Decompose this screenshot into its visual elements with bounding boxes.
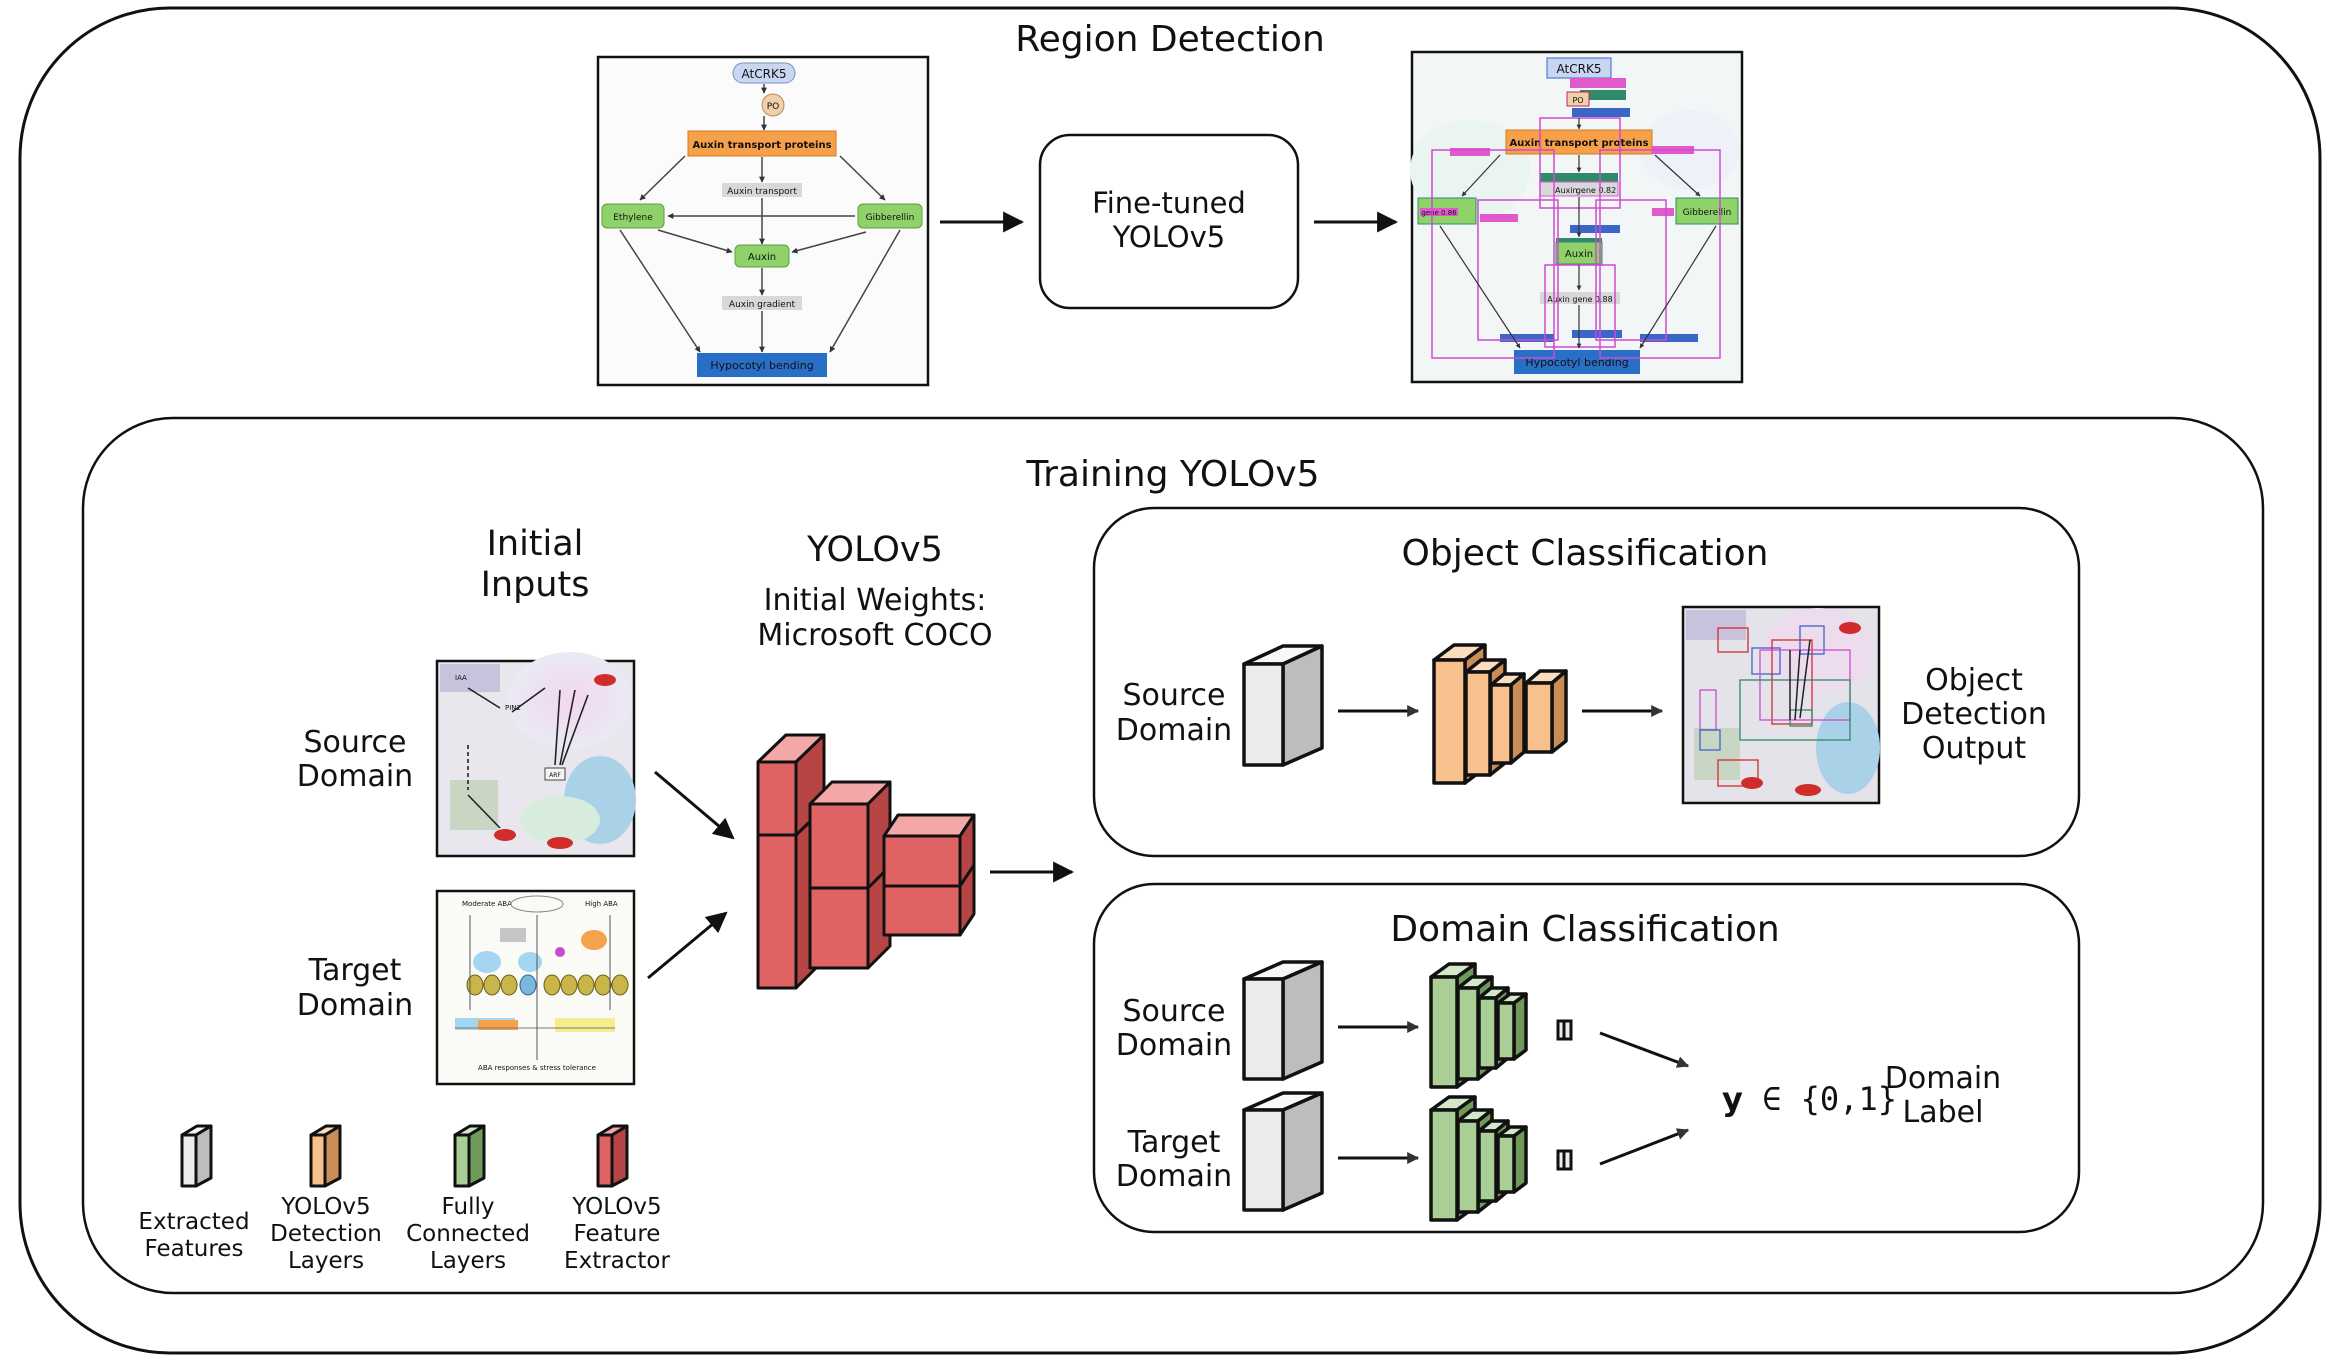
svg-text:Auxin: Auxin bbox=[1555, 186, 1578, 195]
target-domain-image: Moderate ABA High ABA ABA responses & st… bbox=[435, 889, 636, 1086]
svg-text:High ABA: High ABA bbox=[585, 900, 618, 908]
object-classification-panel bbox=[1092, 506, 2081, 858]
svg-text:Connected: Connected bbox=[406, 1221, 530, 1247]
fine-tuned-label: Fine-tuned bbox=[1092, 186, 1246, 220]
legend-fc-layers bbox=[453, 1124, 486, 1188]
yolov5-feature-extractor bbox=[756, 733, 976, 990]
svg-text:Auxin gene 0.88: Auxin gene 0.88 bbox=[1547, 295, 1612, 304]
yolov5-label: YOLOv5 bbox=[1112, 220, 1226, 254]
svg-text:Feature: Feature bbox=[574, 1221, 661, 1247]
svg-text:gene 0.86: gene 0.86 bbox=[1421, 209, 1457, 217]
oc-source-domain-label: Source bbox=[1122, 678, 1225, 713]
svg-text:IAA: IAA bbox=[455, 674, 467, 682]
legend-label-extracted-features: Extracted bbox=[138, 1209, 249, 1235]
object-detection-output-image bbox=[1681, 605, 1881, 805]
svg-text:ARF: ARF bbox=[549, 772, 561, 779]
svg-text:Auxin gradient: Auxin gradient bbox=[729, 300, 796, 310]
legend-feature-extractor bbox=[596, 1124, 629, 1188]
initial-weights-label: Initial Weights: bbox=[764, 583, 987, 618]
svg-text:Auxin: Auxin bbox=[1565, 249, 1593, 260]
legend-extracted-features bbox=[180, 1124, 213, 1188]
domain-classification-panel bbox=[1092, 882, 2081, 1234]
arrow-source-to-extractor bbox=[654, 770, 735, 840]
svg-text:PO: PO bbox=[1572, 96, 1583, 105]
dc-fc-layers-source bbox=[1429, 962, 1528, 1089]
svg-text:ABA responses & stress toleran: ABA responses & stress tolerance bbox=[478, 1064, 596, 1072]
fine-tuned-yolo-box bbox=[1038, 133, 1300, 310]
svg-text:Detection: Detection bbox=[270, 1221, 382, 1247]
input-source-domain-label: Source bbox=[303, 725, 406, 760]
training-title: Training YOLOv5 bbox=[1025, 454, 1319, 495]
dc-arrow-to-label-2 bbox=[1599, 1128, 1690, 1166]
svg-text:Auxin transport proteins: Auxin transport proteins bbox=[1509, 138, 1648, 149]
output-pathway-figure: AtCRK5 PO Auxin transport proteins Auxin… bbox=[1410, 50, 1744, 384]
domain-label-text: Domain bbox=[1885, 1061, 2001, 1096]
yolov5-title: YOLOv5 bbox=[806, 530, 943, 570]
legend-label-feature-extractor: YOLOv5 bbox=[571, 1194, 661, 1220]
input-pathway-figure: AtCRK5 PO Auxin transport proteins Auxin… bbox=[596, 55, 930, 387]
svg-text:Domain: Domain bbox=[297, 759, 413, 794]
outer-frame bbox=[18, 6, 2322, 1355]
dc-arrow-to-label-1 bbox=[1599, 1031, 1690, 1068]
svg-text:Auxin transport: Auxin transport bbox=[727, 187, 797, 197]
svg-text:Moderate ABA: Moderate ABA bbox=[462, 900, 512, 908]
svg-text:Domain: Domain bbox=[297, 988, 413, 1023]
microsoft-coco-label: Microsoft COCO bbox=[757, 618, 992, 653]
legend: Extracted Features YOLOv5 Detection Laye… bbox=[138, 1124, 670, 1274]
svg-text:Auxin: Auxin bbox=[748, 252, 776, 263]
arrow-target-to-extractor bbox=[647, 911, 728, 980]
dc-source-domain-label: Source bbox=[1122, 994, 1225, 1029]
svg-text:Domain: Domain bbox=[1116, 1028, 1232, 1063]
dc-output-unit-source bbox=[1556, 1019, 1573, 1041]
svg-text:Domain: Domain bbox=[1116, 713, 1232, 748]
svg-text:Gibberellin: Gibberellin bbox=[1683, 208, 1732, 218]
svg-text:PIN2: PIN2 bbox=[505, 704, 521, 712]
source-domain-image: IAA PIN2 ARF bbox=[435, 652, 636, 858]
svg-text:Ethylene: Ethylene bbox=[613, 213, 653, 223]
svg-text:Layers: Layers bbox=[430, 1248, 506, 1274]
domain-classification-title: Domain Classification bbox=[1390, 909, 1779, 950]
legend-label-fc-layers: Fully bbox=[442, 1194, 495, 1220]
svg-text:Label: Label bbox=[1903, 1095, 1984, 1130]
svg-text:PO: PO bbox=[767, 102, 780, 112]
object-detection-output-label: Object bbox=[1925, 663, 2023, 698]
svg-text:Hypocotyl bending: Hypocotyl bending bbox=[710, 359, 813, 372]
svg-text:Auxin transport proteins: Auxin transport proteins bbox=[692, 140, 831, 151]
oc-extracted-features bbox=[1242, 644, 1324, 767]
svg-text:AtCRK5: AtCRK5 bbox=[1557, 62, 1602, 76]
dc-source-features bbox=[1242, 960, 1324, 1081]
input-target-domain-label: Target bbox=[308, 953, 402, 988]
initial-inputs-label: Initial bbox=[487, 524, 584, 564]
svg-text:Inputs: Inputs bbox=[481, 565, 590, 605]
svg-text:Extractor: Extractor bbox=[564, 1248, 670, 1274]
svg-text:Output: Output bbox=[1922, 731, 2026, 766]
legend-label-detection-layers: YOLOv5 bbox=[280, 1194, 370, 1220]
region-detection-title: Region Detection bbox=[1015, 19, 1325, 60]
svg-text:Gibberellin: Gibberellin bbox=[866, 213, 915, 223]
object-classification-title: Object Classification bbox=[1402, 533, 1769, 574]
svg-text:Detection: Detection bbox=[1901, 697, 2047, 732]
svg-text:AtCRK5: AtCRK5 bbox=[742, 67, 787, 81]
svg-text:Layers: Layers bbox=[288, 1248, 364, 1274]
svg-text:Hypocotyl bending: Hypocotyl bending bbox=[1525, 356, 1628, 369]
domain-label-formula: y ∈ {0,1} bbox=[1722, 1080, 1897, 1118]
svg-text:Domain: Domain bbox=[1116, 1159, 1232, 1194]
dc-fc-layers-target bbox=[1429, 1095, 1528, 1222]
dc-target-domain-label: Target bbox=[1127, 1125, 1221, 1160]
svg-text:gene 0.82: gene 0.82 bbox=[1576, 186, 1616, 195]
dc-target-features bbox=[1242, 1091, 1324, 1212]
training-frame bbox=[81, 416, 2265, 1295]
dc-output-unit-target bbox=[1556, 1149, 1573, 1171]
oc-detection-layers bbox=[1432, 643, 1568, 785]
svg-text:Features: Features bbox=[145, 1236, 244, 1262]
legend-detection-layers bbox=[309, 1124, 342, 1188]
